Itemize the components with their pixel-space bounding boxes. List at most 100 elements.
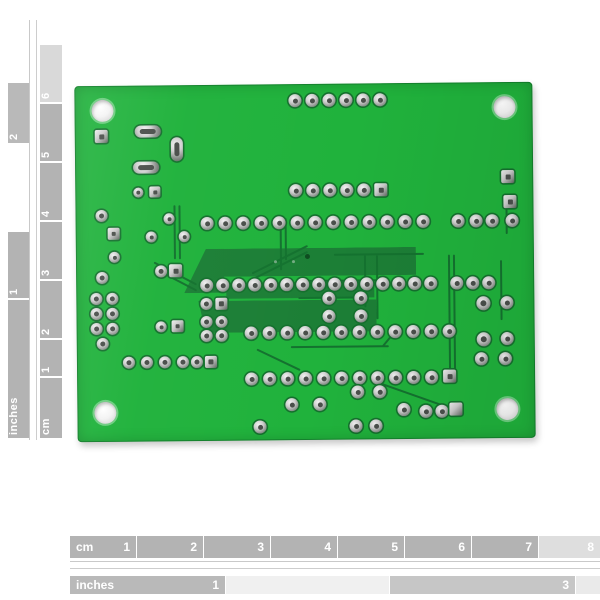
- header-mid-pad-6: [280, 278, 294, 292]
- header-bottom-pad-12: [443, 369, 457, 383]
- pour-block-pad-5: [200, 329, 213, 343]
- ruler-bottom-cm-seg-6: 6: [405, 536, 471, 558]
- header-bl-pad-3: [158, 356, 172, 369]
- pad-right-edge-b: [474, 352, 488, 366]
- ruler-bottom-cm-label: cm: [76, 540, 94, 554]
- header-top-pad-2: [305, 93, 319, 107]
- pad-mid-left-g: [178, 231, 190, 243]
- ruler-bottom-cm-label-and-1: cm 1: [70, 536, 136, 558]
- pad-bottom-stagger-i: [419, 404, 433, 418]
- header-main-pad-9: [344, 215, 358, 229]
- ruler-bottom-rail-c: [70, 568, 600, 569]
- trace-lower-bus: [290, 345, 389, 349]
- pad-block-left-2: [106, 292, 119, 305]
- printed-circuit-board: [74, 81, 536, 443]
- ruler-bottom-cm-seg-4: 4: [271, 536, 337, 558]
- pad-right-edge-a: [501, 169, 515, 184]
- mounting-hole-top-left: [91, 99, 114, 123]
- header-bl-pad-2: [140, 356, 154, 369]
- pad-stagger-e: [476, 296, 491, 311]
- header-bottom-pad-6: [335, 371, 349, 385]
- header-bl-pad-6: [204, 355, 218, 368]
- header-main-pad-6: [290, 216, 304, 230]
- header-main-pad-2: [218, 216, 232, 230]
- pad-mid-left-b: [171, 320, 184, 333]
- ruler-bottom-inch-label: inches: [76, 578, 115, 592]
- pad-bottom-stagger-h: [397, 402, 411, 417]
- header-second-pad-6: [374, 183, 388, 197]
- header-main-pad-5: [272, 216, 286, 230]
- ruler-bottom-cm-tick-1: 1: [123, 540, 130, 554]
- pad-mid-left-d: [169, 264, 183, 278]
- header-top-pad-6: [373, 93, 387, 107]
- trace-bottom-right-diag: [376, 381, 446, 408]
- mounting-hole-bottom-right: [496, 397, 519, 421]
- header-mid-pad-9: [328, 277, 342, 291]
- ruler-bottom-rail-b: [70, 564, 600, 565]
- pad-mid-left-a: [155, 321, 167, 333]
- ruler-left-rail-c: [36, 20, 37, 440]
- header-bottom-pad-9: [389, 371, 403, 385]
- pad-block-left-4: [106, 307, 119, 320]
- trace-far-right-vertical-b: [452, 254, 457, 379]
- pad-block-left-1: [90, 292, 103, 306]
- ruler-bottom-rail-a: [70, 561, 600, 562]
- header-bottom-pad-11: [425, 370, 439, 384]
- header-second-pad-4: [340, 183, 354, 197]
- header-bottom-pad-8: [371, 371, 385, 385]
- header-mid-pad-3: [232, 278, 246, 292]
- header-mid-pad-2: [216, 278, 230, 292]
- silkscreen-speck-a: [273, 260, 278, 264]
- pad-mid-left-f: [145, 231, 157, 243]
- header-top-pad-4: [339, 93, 353, 107]
- ruler-bottom-inch-seg-3: 3: [390, 576, 575, 594]
- pad-bottom-stagger-d: [313, 397, 327, 411]
- header-lower-pad-2: [262, 326, 276, 340]
- header-lower-pad-4: [298, 325, 312, 340]
- header-bottom-pad-4: [299, 371, 313, 386]
- ruler-bottom-cm-seg-8: 8: [539, 536, 600, 558]
- header-main-pad-16: [485, 214, 499, 228]
- pad-mid-left-c: [155, 265, 168, 278]
- ruler-bottom-graduations: [70, 560, 600, 574]
- pad-left-edge-c: [108, 251, 120, 263]
- header-main-pad-1: [200, 216, 214, 230]
- copper-pour-upper: [206, 247, 416, 277]
- smd-pad-top-left: [94, 129, 108, 144]
- ruler-bottom-cm-tick-3: 3: [257, 540, 264, 554]
- header-main-pad-10: [362, 215, 376, 229]
- pad-left-edge-b: [107, 227, 120, 240]
- crystal-pad-lower: [133, 161, 160, 174]
- header-main-pad-13: [416, 214, 430, 228]
- header-bottom-pad-10: [407, 370, 421, 385]
- pad-bottom-stagger-f: [349, 419, 363, 433]
- pad-stagger-h: [500, 332, 514, 346]
- header-main-pad-4: [254, 216, 268, 230]
- header-main-pad-12: [398, 214, 412, 229]
- header-mid-pad-1: [200, 278, 214, 293]
- header-top-pad-5: [356, 93, 370, 107]
- pad-stagger-c: [322, 309, 336, 323]
- header-bottom-pad-1: [245, 372, 259, 386]
- ruler-bottom-cm-tick-5: 5: [391, 540, 398, 554]
- header-second-pad-1: [289, 184, 303, 198]
- header-mid-pad-8: [312, 277, 326, 291]
- header-second-pad-2: [306, 183, 320, 197]
- header-top-pad-3: [322, 93, 336, 107]
- pad-stagger-g: [476, 332, 491, 347]
- ruler-bottom-cm-seg-5: 5: [338, 536, 404, 558]
- pad-bottom-stagger-e: [253, 420, 267, 434]
- header-bottom-pad-3: [281, 372, 295, 386]
- ruler-bottom-cm-tick-8: 8: [587, 540, 594, 554]
- header-main-pad-17: [505, 213, 519, 228]
- header-lower-pad-5: [316, 325, 330, 339]
- header-bottom-pad-7: [353, 371, 367, 385]
- pour-block-pad-4: [215, 315, 228, 328]
- header-mid-pad-14: [408, 276, 422, 291]
- pad-bottom-stagger-k: [449, 402, 463, 416]
- header-bl-pad-1: [122, 356, 136, 369]
- pad-stagger-a: [322, 291, 336, 305]
- header-lower-pad-3: [280, 326, 294, 340]
